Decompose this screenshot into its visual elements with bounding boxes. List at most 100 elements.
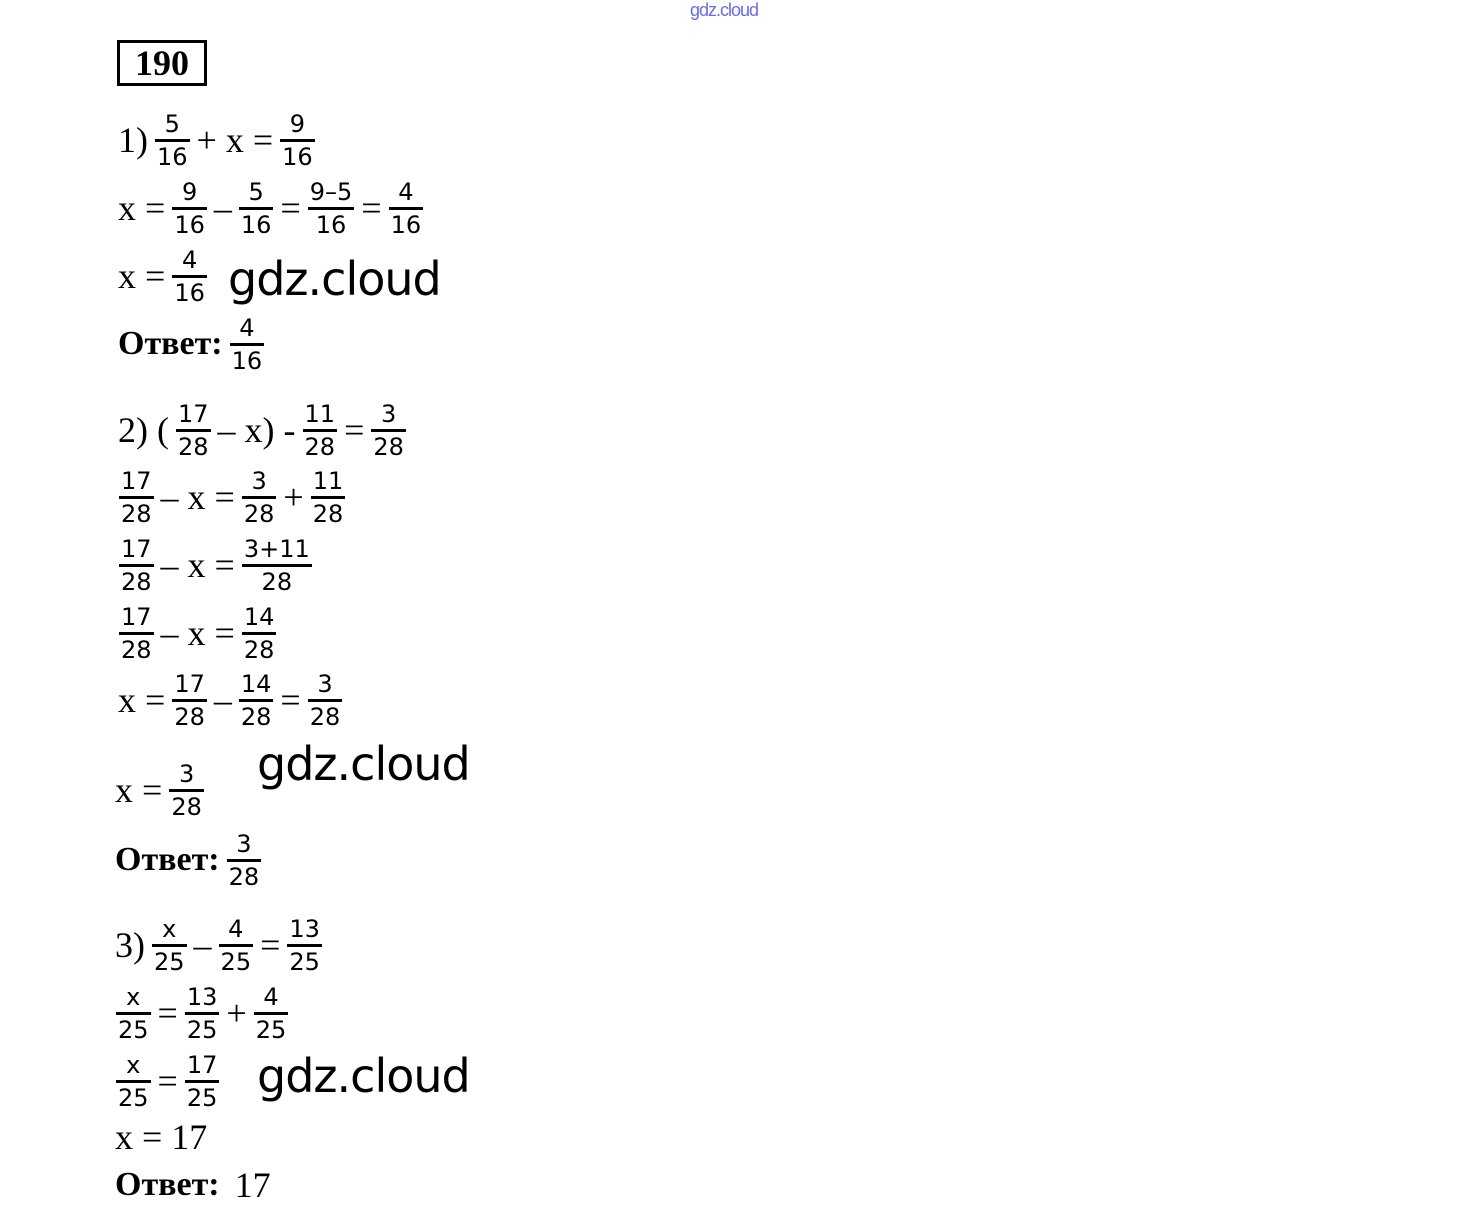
denominator: 28 <box>309 702 341 731</box>
fraction-bar <box>184 1079 220 1083</box>
expression-text: 2) ( <box>118 410 169 450</box>
fraction-bar <box>253 1011 289 1015</box>
denominator: 28 <box>171 792 202 821</box>
expression-text: – x = <box>160 613 235 653</box>
fraction-bar <box>302 428 338 432</box>
fraction-bar <box>119 631 154 635</box>
expression-text: = <box>280 680 301 720</box>
denominator: 16 <box>315 210 347 239</box>
fraction-bar <box>307 698 343 702</box>
expression-text: 1) <box>118 120 148 160</box>
denominator: 28 <box>177 432 209 461</box>
fraction-bar <box>119 563 154 567</box>
numerator: 4 <box>263 982 279 1011</box>
numerator: x <box>162 914 177 943</box>
fraction: x 25 <box>152 914 187 977</box>
numerator: 4 <box>228 914 244 943</box>
numerator: 4 <box>239 313 255 342</box>
fraction-bar <box>238 206 274 210</box>
denominator: 28 <box>240 702 272 731</box>
numerator: 9–5 <box>309 177 353 206</box>
watermark: gdz.cloud <box>257 1049 471 1103</box>
numerator: x <box>126 1050 141 1079</box>
numerator: 9 <box>181 177 198 206</box>
numerator: 4 <box>181 245 198 274</box>
fraction-bar <box>116 1011 151 1015</box>
denominator: 16 <box>157 142 188 171</box>
fraction-bar <box>175 428 211 432</box>
numerator: 11 <box>312 466 344 495</box>
expression-text: 17 <box>225 1165 271 1205</box>
expression-text: – <box>213 188 232 228</box>
expression-text: 3) <box>115 925 145 965</box>
watermark-top: gdz.cloud <box>690 0 759 20</box>
expression-text: – x) - <box>217 410 296 450</box>
fraction-bar <box>280 138 315 142</box>
denominator: 28 <box>243 499 275 528</box>
expression-text: x = <box>118 680 166 720</box>
denominator: 25 <box>118 1083 149 1112</box>
numerator: 3+11 <box>243 534 310 563</box>
denominator: 25 <box>154 947 185 976</box>
equation-line: x = 17 <box>112 1105 210 1169</box>
numerator: 9 <box>289 109 306 138</box>
expression-text: = <box>157 1061 178 1101</box>
denominator: 25 <box>220 947 252 976</box>
numerator: 4 <box>398 177 414 206</box>
denominator: 28 <box>312 499 344 528</box>
fraction-bar <box>371 428 406 432</box>
numerator: 17 <box>186 1050 218 1079</box>
denominator: 25 <box>289 947 320 976</box>
fraction-bar <box>226 858 262 862</box>
numerator: 3 <box>317 669 333 698</box>
numerator: 17 <box>121 534 152 563</box>
expression-text: – <box>213 680 232 720</box>
expression-text: x = <box>118 256 166 296</box>
numerator: 17 <box>121 602 152 631</box>
expression-text: + <box>283 477 304 517</box>
fraction-bar <box>184 1011 220 1015</box>
numerator: 11 <box>304 399 336 428</box>
expression-text: – x = <box>160 545 235 585</box>
denominator: 25 <box>186 1015 218 1044</box>
fraction-bar <box>218 943 254 947</box>
answer-label: Ответ: <box>118 325 223 362</box>
numerator: 3 <box>381 399 397 428</box>
numerator: 3 <box>236 829 252 858</box>
numerator: 14 <box>240 669 272 698</box>
expression-text: – x = <box>160 477 235 517</box>
fraction-bar <box>241 563 312 567</box>
answer-label: Ответ: <box>115 841 220 878</box>
expression-text: x = 17 <box>115 1117 208 1157</box>
fraction: x 25 <box>116 1050 151 1113</box>
numerator: 17 <box>121 466 152 495</box>
numerator: 5 <box>248 177 264 206</box>
denominator: 25 <box>118 1015 149 1044</box>
expression-text: = <box>344 410 365 450</box>
watermark: gdz.cloud <box>228 252 442 306</box>
denominator: 25 <box>255 1015 287 1044</box>
numerator: 3 <box>178 759 195 788</box>
